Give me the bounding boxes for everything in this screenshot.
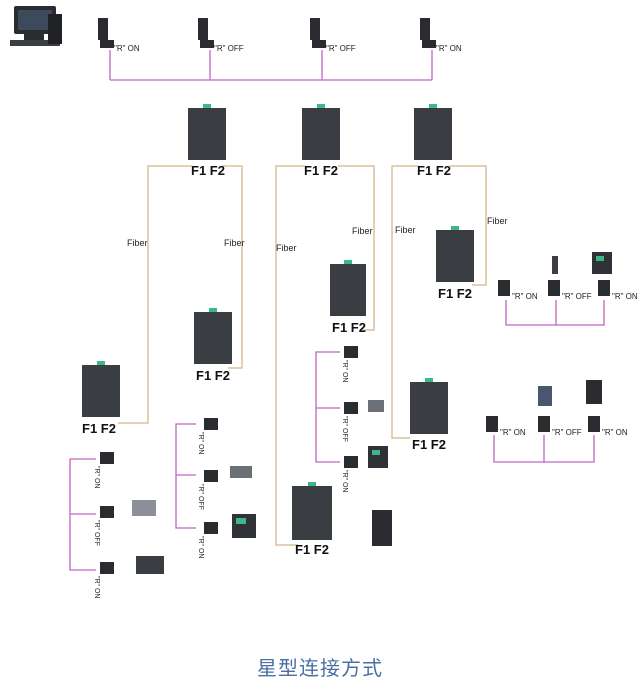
top-connector-4-label: "R" ON: [436, 44, 462, 53]
switch-8: [410, 378, 448, 434]
fiber-label-6: Fiber: [487, 216, 508, 226]
switch-1: [188, 104, 226, 160]
fiber-label-3: Fiber: [276, 243, 297, 253]
connectors: [98, 18, 610, 574]
switch-2: [302, 104, 340, 160]
branch-d-label-2: "R" OFF: [562, 292, 592, 301]
branch-d-label-3: "R" ON: [612, 292, 638, 301]
branch-c-label-1: "R" ON: [341, 360, 348, 383]
switch-5-port-label: F1 F2: [196, 368, 230, 383]
branch-a-label-1: "R" ON: [93, 466, 100, 489]
branch-c-label-2: "R" OFF: [341, 416, 348, 442]
computer-icon: [10, 6, 62, 46]
branch-a-label-2: "R" OFF: [93, 520, 100, 546]
branch-c-label-3: "R" ON: [341, 470, 348, 493]
branch-e-label-2: "R" OFF: [552, 428, 582, 437]
top-bus-lines: [109, 50, 433, 81]
switch-5: [194, 308, 232, 364]
switches: [82, 104, 474, 540]
fiber-label-2: Fiber: [224, 238, 245, 248]
switch-2-port-label: F1 F2: [304, 163, 338, 178]
branch-b-label-3: "R" ON: [197, 536, 204, 559]
switch-1-port-label: F1 F2: [191, 163, 225, 178]
fiber-label-4: Fiber: [352, 226, 373, 236]
diagram-caption: 星型连接方式: [257, 656, 383, 680]
branch-b-label-1: "R" ON: [197, 432, 204, 455]
fiber-links: [118, 165, 487, 546]
branch-bus-lines: [69, 300, 605, 571]
branch-e-label-3: "R" ON: [602, 428, 628, 437]
switch-8-port-label: F1 F2: [412, 437, 446, 452]
fiber-label-5: Fiber: [395, 225, 416, 235]
switch-4-port-label: F1 F2: [82, 421, 116, 436]
fiber-label-1: Fiber: [127, 238, 148, 248]
field-devices: [132, 252, 612, 574]
branch-e-label-1: "R" ON: [500, 428, 526, 437]
branch-b-label-2: "R" OFF: [197, 484, 204, 510]
switch-6: [330, 260, 366, 316]
switch-7: [436, 226, 474, 282]
switch-3-port-label: F1 F2: [417, 163, 451, 178]
switch-6-port-label: F1 F2: [332, 320, 366, 335]
top-connector-3-label: "R" OFF: [326, 44, 356, 53]
branch-a-label-3: "R" ON: [93, 576, 100, 599]
switch-7-port-label: F1 F2: [438, 286, 472, 301]
switch-4: [82, 361, 120, 417]
switch-3: [414, 104, 452, 160]
branch-d-label-1: "R" ON: [512, 292, 538, 301]
switch-9-port-label: F1 F2: [295, 542, 329, 557]
switch-9: [292, 482, 332, 540]
top-connector-2-label: "R" OFF: [214, 44, 244, 53]
top-connector-1-label: "R" ON: [114, 44, 140, 53]
